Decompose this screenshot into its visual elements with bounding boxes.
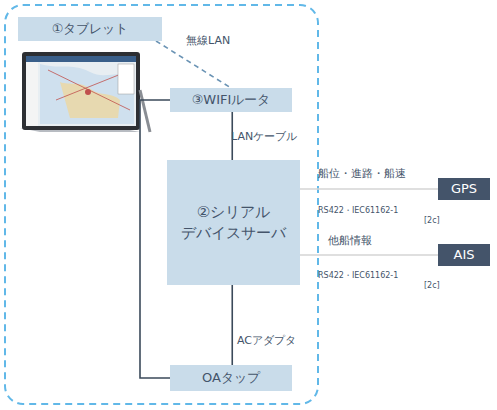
connector-line xyxy=(300,254,438,256)
node-label: AIS xyxy=(454,247,475,263)
node-label: OAタップ xyxy=(202,370,260,386)
connector-label: 他船情報 xyxy=(328,233,372,248)
interface-spec: RS422・IEC61162-1 xyxy=(318,270,398,281)
node-label: ③WIFIルータ xyxy=(192,92,271,108)
external-device-box: AIS xyxy=(438,244,490,266)
connector-label: LANケーブル xyxy=(231,129,297,144)
server-box: ②シリアル デバイスサーバ xyxy=(167,160,300,285)
connector-line xyxy=(156,41,231,88)
system-boundary xyxy=(5,5,318,404)
interface-spec: RS422・IEC61162-1 xyxy=(318,205,398,216)
tablet-illustration xyxy=(20,52,150,132)
node-label: ②シリアル デバイスサーバ xyxy=(179,202,289,243)
node-label: GPS xyxy=(451,181,477,197)
cable-spec: [2c] xyxy=(424,216,440,225)
connector-line xyxy=(300,188,438,190)
connector-label: 無線LAN xyxy=(186,33,230,48)
connector-line xyxy=(231,285,233,365)
connector-label: 船位・進路・船速 xyxy=(318,166,406,181)
cable-spec: [2c] xyxy=(424,281,440,290)
node-label: ①タブレット xyxy=(52,21,129,37)
connector-line xyxy=(140,100,170,378)
connector-label: ACアダプタ xyxy=(237,333,296,348)
external-device-box: GPS xyxy=(438,178,490,200)
device-box: OAタップ xyxy=(170,365,292,391)
device-box: ③WIFIルータ xyxy=(170,88,292,112)
device-box: ①タブレット xyxy=(18,17,162,41)
